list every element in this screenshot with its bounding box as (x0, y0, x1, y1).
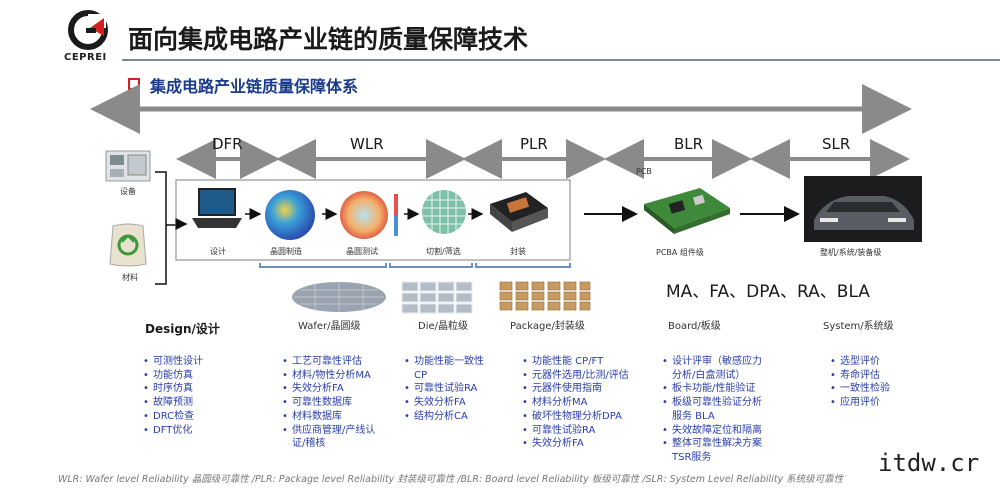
wafer-level-image (292, 282, 386, 312)
package-level-image (499, 281, 591, 311)
header-divider (122, 59, 1000, 61)
list-item: 失效分析FA (282, 382, 402, 396)
wafer-list: 工艺可靠性评估 材料/物性分析MA 失效分析FA 可靠性数据库 材料数据库 供应… (282, 355, 402, 451)
package-level-label: Package/封装级 (510, 321, 585, 332)
wafer-test-map-image (340, 191, 398, 239)
wafer-test-label: 晶圆测试 (346, 247, 378, 256)
list-item: 板卡功能/性能验证 (662, 382, 792, 396)
wafer-make-label: 晶圆制造 (270, 247, 302, 256)
design-step-label: 设计 (210, 247, 226, 256)
list-item: 材料分析MA (522, 396, 652, 410)
pcb-label: PCB (636, 167, 652, 176)
list-item: DRC检查 (143, 410, 263, 424)
list-item: 失效分析FA (522, 437, 652, 451)
list-item: 材料数据库 (282, 410, 402, 424)
wafer-level-label: Wafer/晶圆级 (298, 321, 361, 332)
list-item: 设计评审（敏感应力 (662, 355, 792, 369)
list-item: 寿命评估 (830, 369, 940, 383)
material-bag-image (109, 223, 147, 267)
package-chip-image (490, 192, 548, 232)
equipment-label: 设备 (120, 187, 136, 196)
logo-text: CEPREI (64, 52, 107, 63)
list-item: 元器件选用/比测/评估 (522, 369, 652, 383)
list-item: 失效故障定位和隔离 (662, 424, 792, 438)
die-list: 功能性能一致性 CP 可靠性试验RA 失效分析FA 结构分析CA (404, 355, 514, 424)
list-item: 材料/物性分析MA (282, 369, 402, 383)
list-item: 结构分析CA (404, 410, 514, 424)
list-item: 元器件使用指南 (522, 382, 652, 396)
system-caption: 整机/系统/装备级 (820, 248, 882, 257)
page-title: 面向集成电路产业链的质量保障技术 (128, 25, 529, 54)
die-level-image (401, 281, 473, 314)
pcba-caption: PCBA 组件级 (656, 248, 704, 257)
list-item: 供应商管理/产线认 (282, 424, 402, 438)
list-item: 破坏性物理分析DPA (522, 410, 652, 424)
stage-wlr: WLR (350, 135, 384, 153)
list-item: 失效分析FA (404, 396, 514, 410)
input-bracket (155, 171, 176, 285)
list-item: DFT优化 (143, 424, 263, 438)
list-item: 故障预测 (143, 396, 263, 410)
watermark: itdw.cr (878, 449, 980, 477)
pcba-board-image (644, 188, 730, 234)
stage-slr: SLR (822, 135, 851, 153)
system-list: 选型评价 寿命评估 一致性检验 应用评价 (830, 355, 940, 410)
list-item-continued: 证/稽核 (292, 438, 326, 450)
list-item: 时序仿真 (143, 382, 263, 396)
list-item-continued: 分析/白盒测试） (672, 369, 746, 381)
material-label: 材料 (122, 273, 138, 282)
list-item-continued: TSR服务 (672, 451, 712, 463)
analysis-chain-label: MA、FA、DPA、RA、BLA (666, 282, 870, 302)
equipment-image (105, 150, 151, 182)
design-level-label: Design/设计 (145, 322, 220, 336)
ceprei-logo-icon (68, 10, 108, 50)
stage-dfr: DFR (212, 135, 243, 153)
list-item-continued: CP (414, 369, 428, 381)
list-item: 可测性设计 (143, 355, 263, 369)
list-item: 可靠性数据库 (282, 396, 402, 410)
cut-screen-label: 切割/筛选 (426, 247, 461, 256)
dicing-wafer-image (422, 190, 466, 234)
list-item: 选型评价 (830, 355, 940, 369)
list-item-continued: 服务 BLA (672, 410, 715, 422)
list-item: 工艺可靠性评估 (282, 355, 402, 369)
list-item: 功能仿真 (143, 369, 263, 383)
package-step-label: 封装 (510, 247, 526, 256)
list-item: 整体可靠性解决方案 (662, 437, 792, 451)
board-list: 设计评审（敏感应力 分析/白盒测试） 板卡功能/性能验证 板级可靠性验证分析 服… (662, 355, 792, 465)
stage-plr: PLR (520, 135, 548, 153)
list-item: 功能性能一致性 (404, 355, 514, 369)
system-level-label: System/系统级 (823, 321, 894, 332)
wafer-fab-image (265, 190, 315, 240)
die-level-label: Die/晶粒级 (418, 321, 468, 332)
list-item: 一致性检验 (830, 382, 940, 396)
list-item: 可靠性试验RA (522, 424, 652, 438)
list-item: 应用评价 (830, 396, 940, 410)
list-item: 功能性能 CP/FT (522, 355, 652, 369)
system-vehicle-image (804, 176, 922, 242)
board-level-label: Board/板级 (668, 321, 721, 332)
package-list: 功能性能 CP/FT 元器件选用/比测/评估 元器件使用指南 材料分析MA 破坏… (522, 355, 652, 451)
footer-legend: WLR: Wafer level Reliability 晶圆级可靠性 /PLR… (58, 474, 844, 485)
list-item: 板级可靠性验证分析 (662, 396, 792, 410)
laptop-design-image (192, 188, 242, 228)
stage-blr: BLR (674, 135, 704, 153)
list-item: 可靠性试验RA (404, 382, 514, 396)
design-list: 可测性设计 功能仿真 时序仿真 故障预测 DRC检查 DFT优化 (143, 355, 263, 437)
